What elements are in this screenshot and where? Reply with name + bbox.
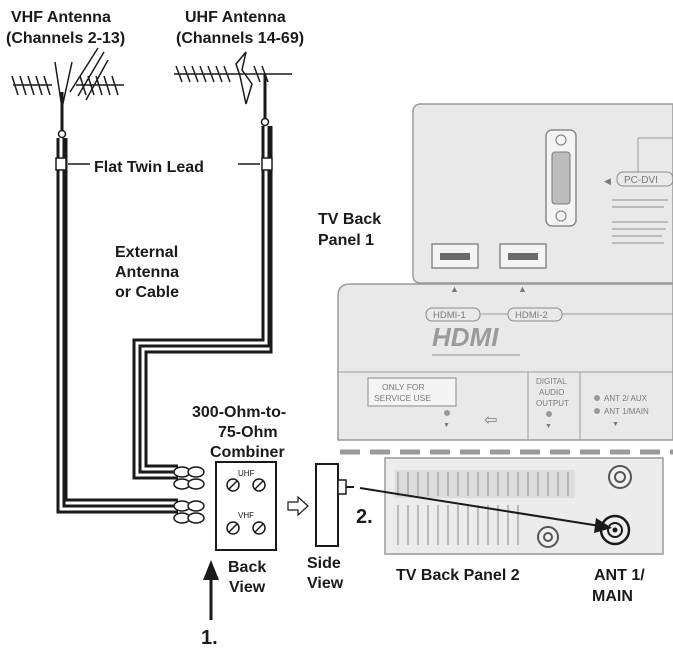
uhf-antenna-channels: (Channels 14-69)	[176, 30, 304, 47]
combiner-uhf-label: UHF	[238, 469, 255, 478]
ant1-main-label-2: MAIN	[592, 588, 633, 605]
svg-text:▼: ▼	[612, 421, 619, 428]
combiner-label-3: Combiner	[210, 444, 285, 461]
combiner-side-view	[315, 463, 354, 547]
digital-audio-label-3: OUTPUT	[536, 399, 569, 408]
svg-text:▼: ▼	[545, 423, 552, 430]
side-view-label-2: View	[307, 575, 344, 592]
uhf-antenna-title: UHF Antenna	[185, 9, 286, 26]
twin-lead-wires	[55, 126, 273, 524]
svg-text:▲: ▲	[518, 284, 527, 294]
vhf-antenna-channels: (Channels 2-13)	[6, 30, 125, 47]
hdmi-logo: HDMI	[432, 322, 499, 352]
uhf-antenna	[174, 51, 292, 127]
external-label-2: Antenna	[115, 264, 179, 281]
service-label-2: SERVICE USE	[374, 393, 431, 403]
ant2-aux-label: ANT 2/ AUX	[604, 394, 648, 403]
svg-text:▼: ▼	[443, 422, 450, 429]
digital-audio-label-2: AUDIO	[539, 388, 564, 397]
tv-back-panel-2-label: TV Back Panel 2	[396, 567, 520, 584]
vhf-antenna-title: VHF Antenna	[11, 9, 111, 26]
combiner-back-view: UHF VHF	[215, 461, 277, 551]
external-label-1: External	[115, 244, 178, 261]
hdmi-2-port: ▲	[499, 243, 547, 294]
tv-back-panel-1-label-2: Panel 1	[318, 232, 374, 249]
back-view-label-2: View	[229, 579, 266, 596]
tv-back-panel-1-label-1: TV Back	[318, 211, 381, 228]
svg-text:⇦: ⇦	[484, 412, 497, 429]
vhf-antenna	[11, 47, 124, 139]
ant1-main-small-label: ANT 1/MAIN	[604, 407, 649, 416]
external-label-3: or Cable	[115, 284, 179, 301]
step-2-label: 2.	[356, 506, 373, 528]
digital-audio-label-1: DIGITAL	[536, 377, 567, 386]
step-1-label: 1.	[201, 627, 218, 649]
ant1-main-label-1: ANT 1/	[594, 567, 645, 584]
tv-back-panel-1: PC-DVI ◀ ▲ ▲ HDMI-1 HDMI-2 HDMI ONLY	[337, 103, 673, 441]
combiner-label-2: 75-Ohm	[218, 424, 278, 441]
ant1-main-connector	[599, 514, 631, 546]
pc-dvi-arrow: ◀	[604, 176, 611, 186]
ant2-aux-connector	[608, 465, 632, 489]
svg-text:▲: ▲	[450, 284, 459, 294]
hdmi-2-label: HDMI-2	[515, 310, 548, 321]
combiner-label-1: 300-Ohm-to-	[192, 404, 286, 421]
flat-twin-lead-label: Flat Twin Lead	[94, 159, 204, 176]
back-view-label-1: Back	[228, 559, 266, 576]
step-2-arrow	[359, 487, 612, 533]
pc-dvi-label: PC-DVI	[624, 175, 658, 186]
combiner-vhf-label: VHF	[238, 511, 254, 520]
dvi-port	[545, 129, 577, 227]
hdmi-1-port: ▲	[431, 243, 479, 294]
small-connector	[537, 526, 559, 548]
side-view-label-1: Side	[307, 555, 341, 572]
hdmi-1-label: HDMI-1	[433, 310, 466, 321]
back-to-side-arrow	[287, 495, 309, 517]
step-1-arrow	[203, 560, 219, 620]
tv-back-panel-2	[384, 457, 664, 555]
service-label-1: ONLY FOR	[382, 382, 425, 392]
